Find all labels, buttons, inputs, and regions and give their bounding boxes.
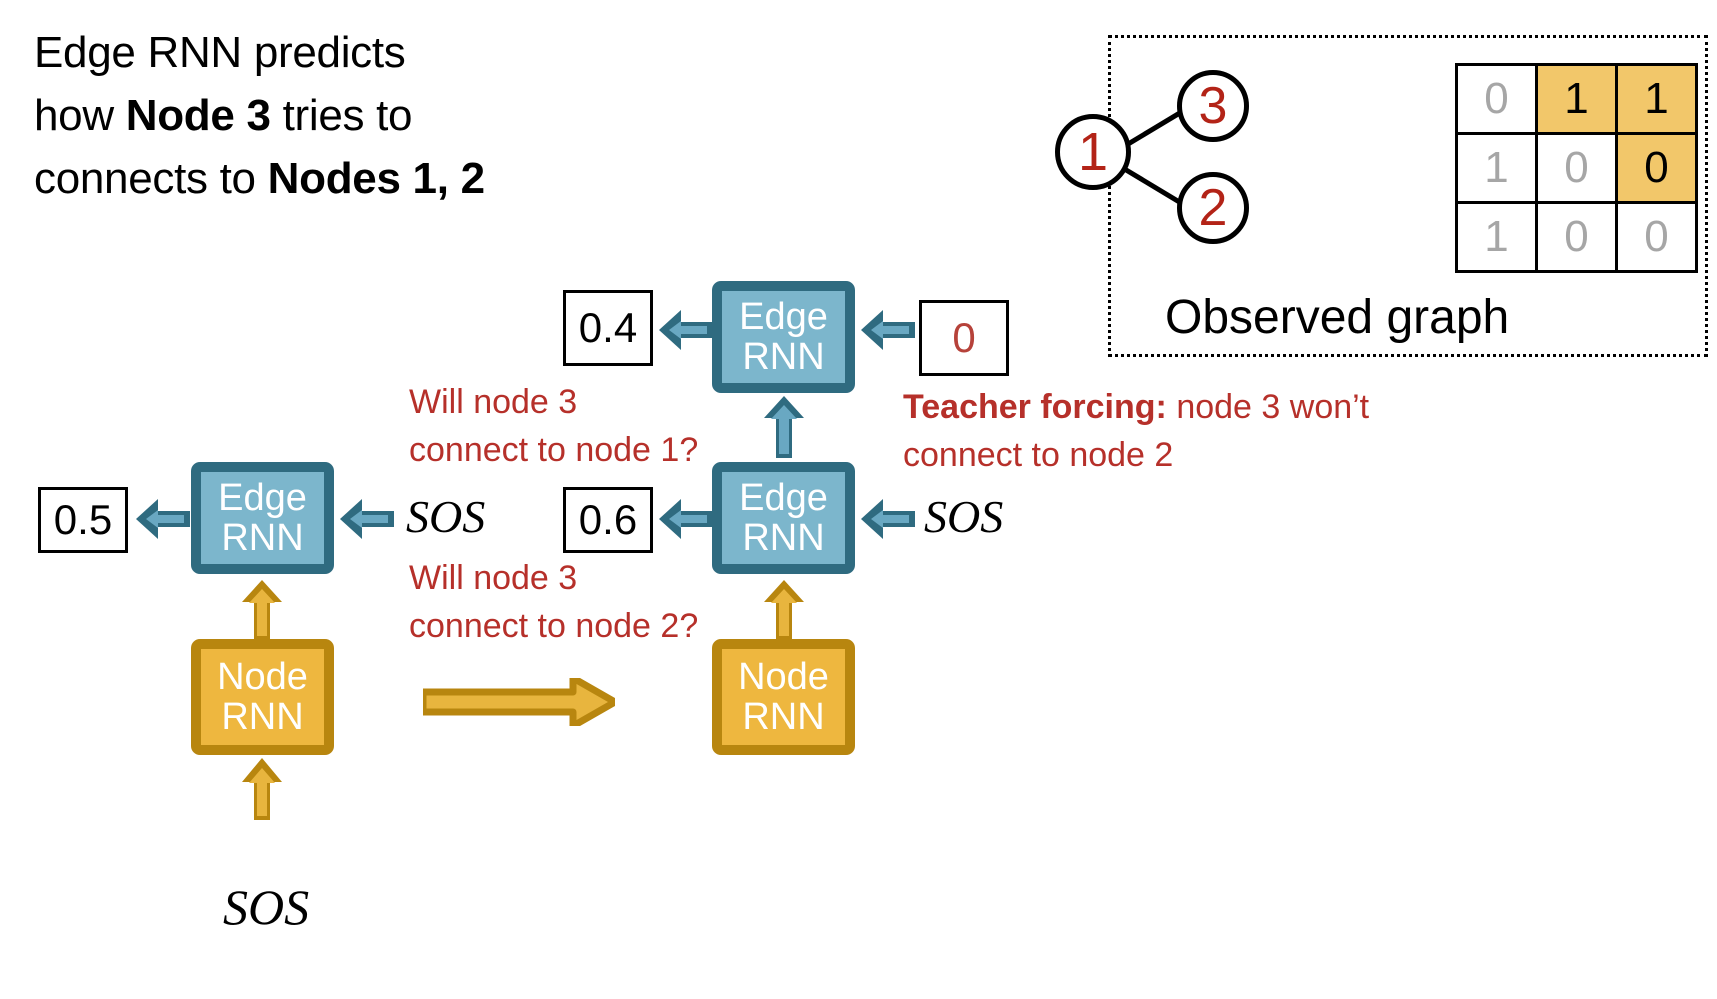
- sos-token-right-label: SOS: [924, 491, 1004, 542]
- annotation-teacher-forcing-line-2: connect to node 2: [903, 436, 1174, 475]
- observed-graph-panel: [1108, 35, 1708, 357]
- annotation-question-2: Will node 3 connect to node 2?: [409, 554, 769, 651]
- matrix-cell-r3c3: 0: [1615, 201, 1698, 273]
- edge-rnn-left-label-2: RNN: [221, 517, 304, 559]
- table-row: 0 1 1: [1455, 63, 1698, 135]
- matrix-cell-r1c3: 1: [1615, 63, 1698, 135]
- graph-node-2-label: 2: [1198, 179, 1228, 237]
- page-title-line-1: Edge RNN predicts: [34, 22, 654, 85]
- page-title-node3-emphasis: Node 3: [125, 90, 271, 140]
- teacher-forcing-input-value: 0: [952, 314, 976, 361]
- page-title-line-1-text: Edge RNN predicts: [34, 28, 406, 77]
- page-title-nodes12-emphasis: Nodes 1, 2: [267, 153, 485, 203]
- sos-token-bottom-label: SOS: [223, 879, 310, 935]
- edge-rnn-cell-top: Edge RNN: [712, 281, 855, 393]
- node-rnn-right-label-2: RNN: [742, 696, 825, 738]
- edge-rnn-cell-mid: Edge RNN: [712, 462, 855, 574]
- graph-node-3-label: 3: [1198, 77, 1228, 135]
- matrix-cell-r1c1: 0: [1455, 63, 1538, 135]
- adjacency-matrix: 0 1 1 1 0 0 1 0 0: [1455, 63, 1698, 273]
- page-title-line-2-pre: how: [34, 90, 126, 140]
- node-rnn-left-label-1: Node: [217, 655, 308, 698]
- page-title-line-3-pre: connects to: [34, 153, 268, 203]
- edge-rnn-mid-label-1: Edge: [739, 476, 828, 519]
- arrow-left-sos-to-edge-rnn-left: [340, 499, 394, 539]
- arrow-up-node-rnn-right-to-edge-rnn-mid: [764, 580, 804, 640]
- edge-rnn-cell-left: Edge RNN: [191, 462, 334, 574]
- annotation-question-1: Will node 3 connect to node 1?: [409, 378, 759, 475]
- arrow-up-sos-to-node-rnn-left: [242, 758, 282, 820]
- matrix-cell-r2c2: 0: [1535, 132, 1618, 204]
- edge-rnn-top-label-1: Edge: [739, 295, 828, 338]
- matrix-cell-r1c2: 1: [1535, 63, 1618, 135]
- observed-graph-caption: Observed graph: [1165, 291, 1510, 344]
- graph-node-2: 2: [1177, 172, 1249, 244]
- annotation-q2-line-2: connect to node 2?: [409, 607, 699, 646]
- page-title: Edge RNN predicts how Node 3 tries to co…: [34, 22, 654, 211]
- output-value-0-6: 0.6: [578, 496, 638, 543]
- edge-rnn-left-label-1: Edge: [218, 476, 307, 519]
- annotation-q1-line-1: Will node 3: [409, 383, 578, 421]
- sos-token-mid: SOS: [406, 490, 485, 543]
- annotation-teacher-forcing-line-1: Teacher forcing: node 3 won’t: [903, 383, 1423, 431]
- graph-node-1: 1: [1055, 114, 1131, 190]
- annotation-q2-line-1: Will node 3: [409, 559, 578, 597]
- arrow-left-edge-rnn-to-0-4: [659, 310, 713, 350]
- annotation-teacher-forcing: Teacher forcing: node 3 won’t connect to…: [903, 383, 1423, 480]
- output-value-0-4: 0.4: [578, 304, 638, 351]
- annotation-teacher-forcing-label: Teacher forcing:: [903, 388, 1167, 426]
- table-row: 1 0 0: [1455, 201, 1698, 273]
- matrix-cell-r2c1: 1: [1455, 132, 1538, 204]
- output-value-0-5: 0.5: [53, 496, 113, 543]
- matrix-cell-r2c3: 0: [1615, 132, 1698, 204]
- graph-node-3: 3: [1177, 70, 1249, 142]
- node-rnn-cell-right: Node RNN: [712, 639, 855, 755]
- page-title-line-2: how Node 3 tries to: [34, 85, 654, 148]
- edge-rnn-mid-label-2: RNN: [742, 517, 825, 559]
- arrow-up-node-rnn-left-to-edge-rnn-left: [242, 580, 282, 640]
- arrow-right-node-rnn-left-to-right: [423, 678, 615, 726]
- output-value-box-0-5: 0.5: [38, 487, 128, 553]
- table-row: 1 0 0: [1455, 132, 1698, 204]
- matrix-cell-r3c1: 1: [1455, 201, 1538, 273]
- edge-rnn-top-label-2: RNN: [742, 336, 825, 378]
- node-rnn-left-label-2: RNN: [221, 696, 304, 738]
- sos-token-mid-label: SOS: [406, 491, 486, 542]
- page-title-line-3: connects to Nodes 1, 2: [34, 148, 654, 211]
- graph-node-1-label: 1: [1077, 122, 1109, 182]
- arrow-left-edge-rnn-left-to-0-5: [136, 499, 190, 539]
- arrow-left-edge-rnn-mid-to-0-6: [659, 499, 713, 539]
- node-rnn-right-label-1: Node: [738, 655, 829, 698]
- arrow-left-sos-to-edge-rnn-mid: [861, 499, 915, 539]
- node-rnn-cell-left: Node RNN: [191, 639, 334, 755]
- arrow-up-edge-rnn-mid-to-top: [764, 396, 804, 458]
- page-title-line-2-post: tries to: [270, 90, 413, 140]
- sos-token-bottom: SOS: [223, 878, 309, 936]
- arrow-left-teacher-input-to-edge-rnn: [861, 310, 915, 350]
- output-value-box-0-4: 0.4: [563, 290, 653, 366]
- annotation-teacher-forcing-rest: node 3 won’t: [1166, 388, 1370, 426]
- annotation-q1-line-2: connect to node 1?: [409, 431, 699, 470]
- teacher-forcing-input-box: 0: [919, 300, 1009, 376]
- matrix-cell-r3c2: 0: [1535, 201, 1618, 273]
- sos-token-right: SOS: [924, 490, 1003, 543]
- output-value-box-0-6: 0.6: [563, 487, 653, 553]
